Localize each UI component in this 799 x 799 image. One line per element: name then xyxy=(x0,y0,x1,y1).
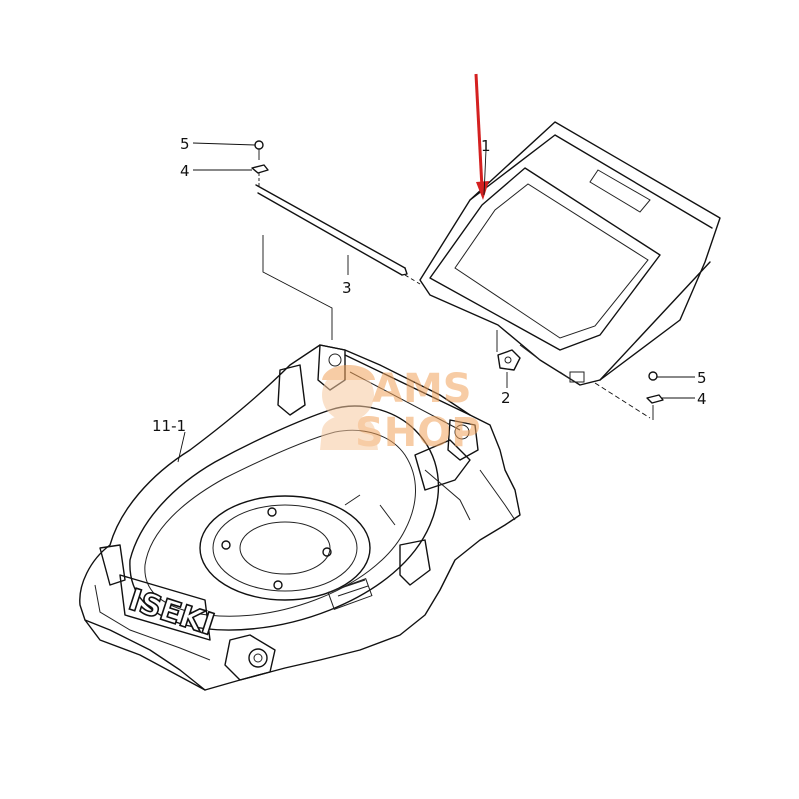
callout-part-4-right: 4 xyxy=(697,390,707,408)
clip-part-2: 2 xyxy=(496,330,521,407)
callout-part-11-1: 11-1 xyxy=(152,417,186,435)
deck-brand-text: ISEKI xyxy=(124,582,218,642)
callout-part-2: 2 xyxy=(501,389,511,407)
rear-flap-part-1 xyxy=(419,121,721,386)
callout-part-5-right: 5 xyxy=(697,369,707,387)
right-fasteners: 5 4 xyxy=(594,369,707,420)
watermark-line-1: AMS xyxy=(372,366,472,412)
leader-11-1 xyxy=(177,431,186,463)
callout-part-3: 3 xyxy=(342,279,352,297)
callout-part-1: 1 xyxy=(481,137,491,155)
hinge-rod-part-3: 3 xyxy=(255,184,421,340)
callout-part-5-left: 5 xyxy=(180,135,190,153)
highlight-arrow xyxy=(474,73,489,200)
watermark-line-2: SHOP xyxy=(355,410,481,456)
watermark: AMS SHOP xyxy=(320,365,481,456)
callout-part-4-left: 4 xyxy=(180,162,190,180)
leader-part-1 xyxy=(483,149,487,196)
left-fasteners: 5 4 xyxy=(180,135,269,186)
